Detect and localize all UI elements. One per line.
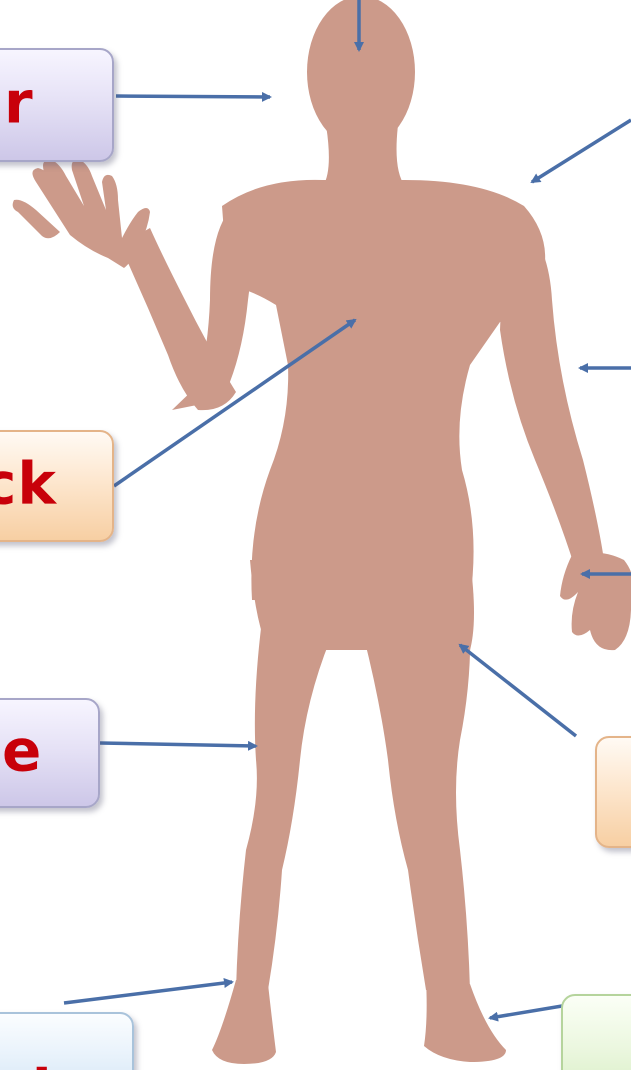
label-text-bottom-left: ot — [0, 1058, 60, 1070]
label-box-bottom-left: ot — [0, 1012, 134, 1070]
label-box-bottom-right — [561, 994, 631, 1070]
label-box-lower-left: e — [0, 698, 100, 808]
arrow-knee — [100, 743, 256, 746]
label-text-middle-left: ck — [0, 455, 57, 513]
arrow-shoulder — [532, 120, 631, 182]
arrow-foot — [490, 1005, 568, 1018]
label-text-top-left: r — [4, 74, 34, 132]
label-box-middle-left: ck — [0, 430, 114, 542]
label-text-lower-left: e — [2, 722, 42, 780]
label-box-top-left: r — [0, 48, 114, 162]
label-box-lower-right — [595, 736, 631, 848]
arrow-hair — [116, 96, 270, 97]
arrow-ankle — [64, 982, 232, 1003]
arrow-leg — [460, 645, 576, 736]
